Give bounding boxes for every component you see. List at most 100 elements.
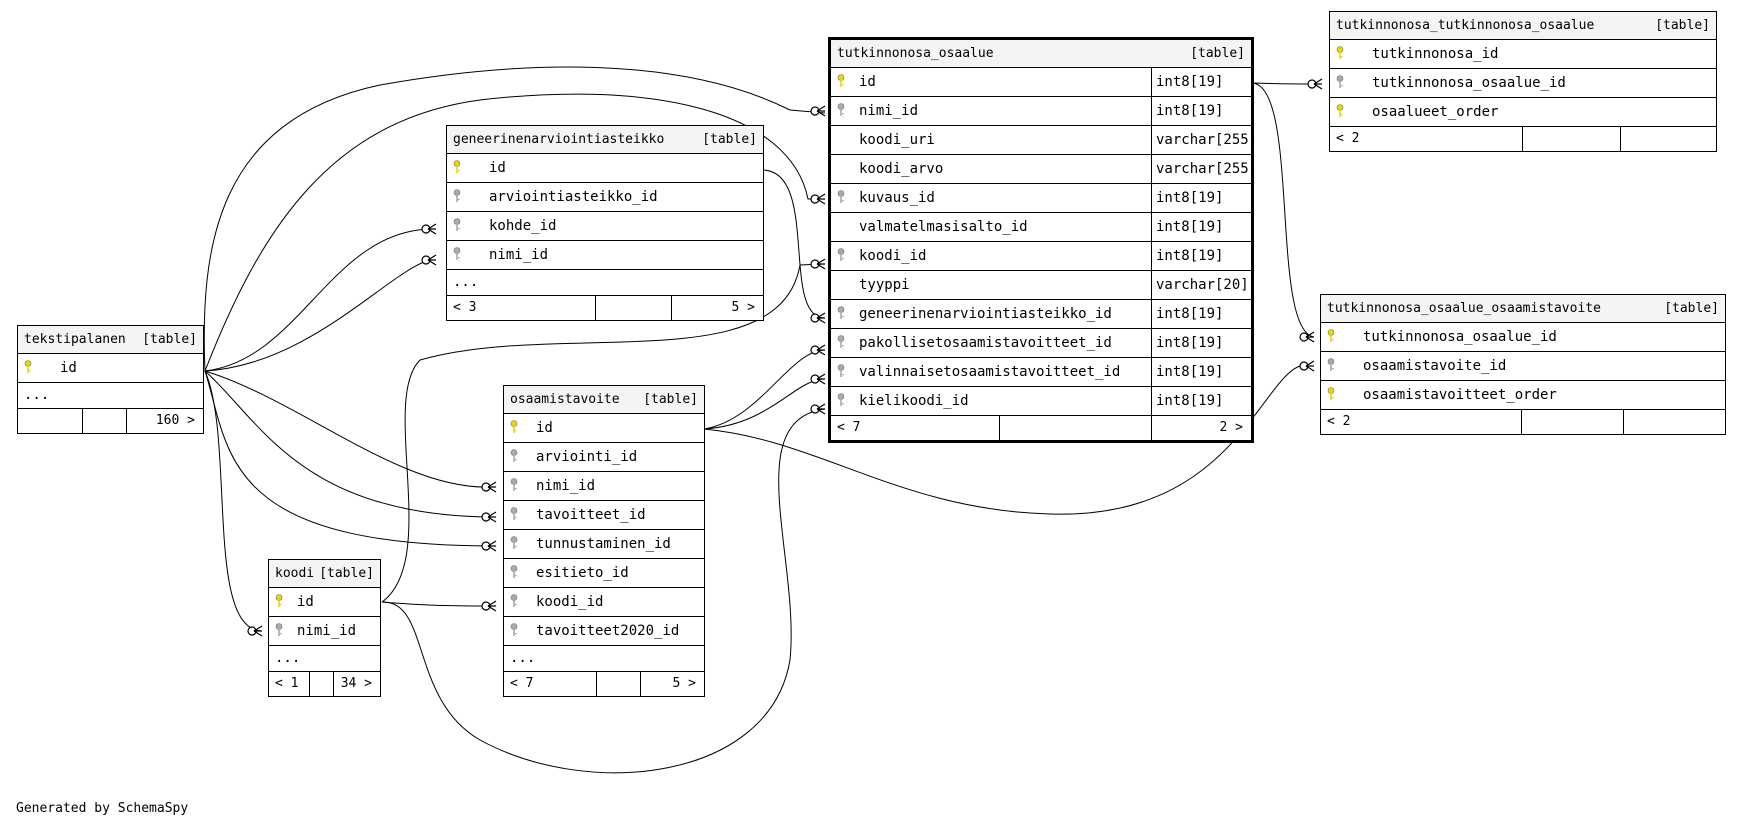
footer-divider <box>999 416 1000 440</box>
column-name: nimi_id <box>297 623 357 639</box>
primary-key-icon <box>24 360 32 378</box>
table-footer: < 7 2 > <box>831 416 1251 440</box>
edge-tekstipalanen-osaalue-kuvaus <box>204 93 825 372</box>
table-tag: [table] <box>702 132 757 147</box>
column-row[interactable]: arviointiasteikko_id <box>447 183 763 212</box>
column-row[interactable]: pakollisetosaamistavoitteet_id int8[19] <box>831 329 1251 358</box>
column-row[interactable]: tutkinnonosa_id <box>1330 40 1716 69</box>
column-name: tutkinnonosa_osaalue_id <box>1363 329 1557 345</box>
generated-by-label: Generated by SchemaSpy <box>16 801 189 816</box>
column-row[interactable]: osaamistavoite_id <box>1321 352 1725 381</box>
column-name: nimi_id <box>489 247 549 263</box>
more-columns[interactable]: ... <box>18 383 203 409</box>
footer-right: 2 > <box>1219 420 1243 435</box>
column-row[interactable]: osaalueet_order <box>1330 98 1716 127</box>
column-name: osaamistavoite_id <box>1363 358 1507 374</box>
foreign-key-icon <box>837 393 845 411</box>
column-name: koodi_id <box>859 248 927 264</box>
table-tag: [table] <box>1190 46 1245 61</box>
table-tutkinnonosa-tutkinnonosa-osaalue[interactable]: tutkinnonosa_tutkinnonosa_osaalue [table… <box>1329 11 1717 152</box>
column-row[interactable]: osaamistavoitteet_order <box>1321 381 1725 410</box>
column-row[interactable]: id <box>269 588 380 617</box>
edge-tekstipalanen-osaamis-nimi <box>204 370 491 488</box>
column-name: tavoitteet_id <box>536 507 646 523</box>
column-name: geneerinenarviointiasteikko_id <box>859 306 1112 322</box>
column-name: kuvaus_id <box>859 190 935 206</box>
column-name: koodi_uri <box>859 132 935 148</box>
column-type: int8[19] <box>1151 329 1251 357</box>
column-name: koodi_id <box>536 594 604 610</box>
column-row[interactable]: koodi_id <box>504 588 704 617</box>
foreign-key-icon <box>453 218 461 236</box>
more-columns[interactable]: ... <box>447 270 763 296</box>
table-tutkinnonosa-osaalue-osaamistavoite[interactable]: tutkinnonosa_osaalue_osaamistavoite [tab… <box>1320 294 1726 435</box>
crowfoot <box>487 481 497 493</box>
column-row[interactable]: id <box>504 414 704 443</box>
column-row[interactable]: esitieto_id <box>504 559 704 588</box>
crowfoot <box>487 600 497 612</box>
column-row[interactable]: tavoitteet_id <box>504 501 704 530</box>
foreign-key-icon <box>510 507 518 525</box>
foreign-key-icon <box>1327 358 1335 376</box>
edge-osaamis-valinnaiset <box>703 378 826 430</box>
column-name: pakollisetosaamistavoitteet_id <box>859 335 1112 351</box>
column-row[interactable]: koodi_uri varchar[255] <box>831 126 1257 155</box>
edge-osaamis-pakolliset <box>703 349 826 430</box>
primary-key-icon <box>510 420 518 438</box>
column-type: int8[19] <box>1151 97 1251 125</box>
table-footer: 160 > <box>18 409 203 433</box>
table-tekstipalanen[interactable]: tekstipalanen [table] id ... 160 > <box>17 325 204 434</box>
column-row[interactable]: kohde_id <box>447 212 763 241</box>
footer-divider <box>309 672 310 696</box>
crowfoot <box>816 193 826 205</box>
column-row[interactable]: arviointi_id <box>504 443 704 472</box>
column-row[interactable]: id <box>18 354 203 383</box>
column-name: kielikoodi_id <box>859 393 969 409</box>
more-columns[interactable]: ... <box>269 646 380 672</box>
column-name: valmatelmasisalto_id <box>859 219 1028 235</box>
column-row[interactable]: nimi_id <box>447 241 763 270</box>
column-row[interactable]: tavoitteet2020_id <box>504 617 704 646</box>
more-columns[interactable]: ... <box>504 646 704 672</box>
column-row[interactable]: tutkinnonosa_osaalue_id <box>1321 323 1725 352</box>
footer-left: < 1 <box>275 676 299 691</box>
footer-left: < 3 <box>453 300 477 315</box>
column-type: int8[19] <box>1151 242 1251 270</box>
edge-geneerinen-osaalue <box>761 169 826 319</box>
column-row[interactable]: koodi_id int8[19] <box>831 242 1251 271</box>
column-row[interactable]: nimi_id <box>269 617 380 646</box>
table-tag: [table] <box>319 566 374 581</box>
column-type: varchar[255] <box>1151 126 1257 154</box>
column-list: tutkinnonosa_osaalue_id osaamistavoite_id… <box>1321 323 1725 410</box>
edge-tekstipalanen-osaalue-nimi <box>203 66 826 372</box>
table-name: tutkinnonosa_tutkinnonosa_osaalue <box>1336 18 1595 33</box>
crowfoot <box>487 540 497 552</box>
table-footer: < 3 5 > <box>447 296 763 320</box>
column-row[interactable]: tutkinnonosa_osaalue_id <box>1330 69 1716 98</box>
foreign-key-icon <box>275 623 283 641</box>
column-row[interactable]: nimi_id <box>504 472 704 501</box>
foreign-key-icon <box>510 478 518 496</box>
primary-key-icon <box>1327 329 1335 347</box>
crowfoot <box>816 258 826 270</box>
column-name: tutkinnonosa_id <box>1372 46 1499 62</box>
column-row[interactable]: tunnustaminen_id <box>504 530 704 559</box>
column-row[interactable]: id <box>447 154 763 183</box>
column-type: int8[19] <box>1151 358 1251 386</box>
